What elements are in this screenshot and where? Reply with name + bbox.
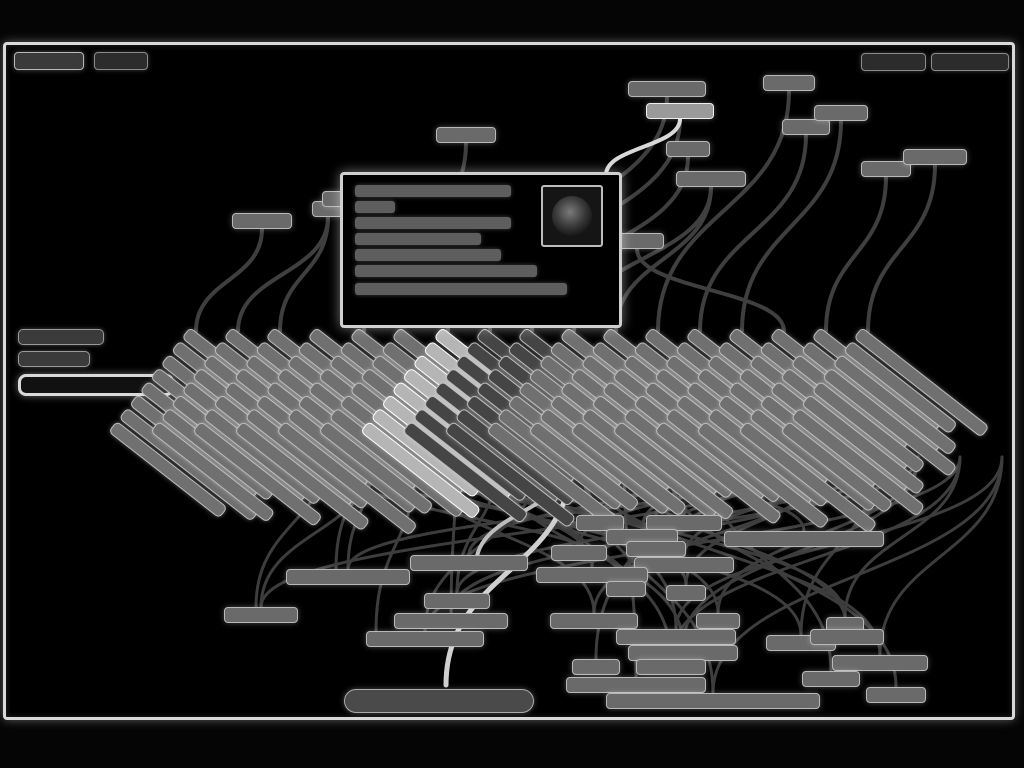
left-panel-item[interactable] [18, 351, 90, 367]
bottom-action-button[interactable] [344, 689, 534, 713]
toolbar-button-2[interactable] [931, 53, 1009, 71]
tooltip-line [355, 201, 395, 213]
bottom-node[interactable] [424, 593, 490, 609]
tooltip-link[interactable] [355, 283, 567, 295]
top-node[interactable] [436, 127, 496, 143]
edge [635, 247, 786, 333]
bottom-node[interactable] [696, 613, 740, 629]
tooltip-line [355, 249, 501, 261]
edge [669, 455, 962, 661]
bottom-node[interactable] [550, 613, 638, 629]
top-node[interactable] [646, 103, 714, 119]
top-node[interactable] [814, 105, 868, 121]
bottom-node[interactable] [636, 659, 706, 675]
bottom-node[interactable] [634, 557, 734, 573]
top-node[interactable] [666, 141, 710, 157]
edge [278, 215, 330, 333]
top-node[interactable] [763, 75, 815, 91]
bottom-node[interactable] [572, 659, 620, 675]
edge [824, 175, 888, 333]
top-node[interactable] [861, 161, 911, 177]
bottom-node[interactable] [286, 569, 410, 585]
tooltip-line [355, 217, 511, 229]
profile-photo [541, 185, 603, 247]
bottom-node[interactable] [551, 545, 607, 561]
toolbar-button-1[interactable] [861, 53, 926, 71]
edge [843, 455, 962, 619]
bottom-node[interactable] [666, 585, 706, 601]
app-window [3, 42, 1015, 720]
bottom-node[interactable] [866, 687, 926, 703]
bottom-node[interactable] [366, 631, 484, 647]
bottom-node[interactable] [536, 567, 648, 583]
bottom-node[interactable] [606, 581, 646, 597]
app-title [14, 52, 84, 70]
tooltip-line [355, 233, 481, 245]
bottom-node[interactable] [394, 613, 508, 629]
edge [740, 119, 843, 333]
edge [878, 455, 1004, 657]
bottom-node[interactable] [566, 677, 706, 693]
bottom-node[interactable] [410, 555, 528, 571]
bottom-node[interactable] [646, 515, 722, 531]
bottom-node[interactable] [626, 541, 686, 557]
tooltip-title [355, 185, 511, 197]
search-input[interactable] [18, 374, 174, 396]
top-node[interactable] [232, 213, 292, 229]
edge [698, 133, 808, 333]
node-tooltip [340, 172, 622, 328]
edge [194, 227, 264, 333]
left-panel-item[interactable] [18, 329, 104, 345]
bottom-node[interactable] [832, 655, 928, 671]
bottom-node[interactable] [724, 531, 884, 547]
top-node[interactable] [628, 81, 706, 97]
top-node[interactable] [782, 119, 830, 135]
edge [866, 163, 937, 333]
bottom-node[interactable] [810, 629, 884, 645]
avatar [552, 196, 592, 236]
bottom-node[interactable] [576, 515, 624, 531]
bottom-node[interactable] [224, 607, 298, 623]
top-node[interactable] [676, 171, 746, 187]
bottom-node[interactable] [802, 671, 860, 687]
tooltip-line [355, 265, 537, 277]
bottom-node[interactable] [616, 629, 736, 645]
highlight-edge [604, 117, 682, 177]
top-node[interactable] [903, 149, 967, 165]
toolbar-tab[interactable] [94, 52, 148, 70]
bottom-node[interactable] [606, 693, 820, 709]
